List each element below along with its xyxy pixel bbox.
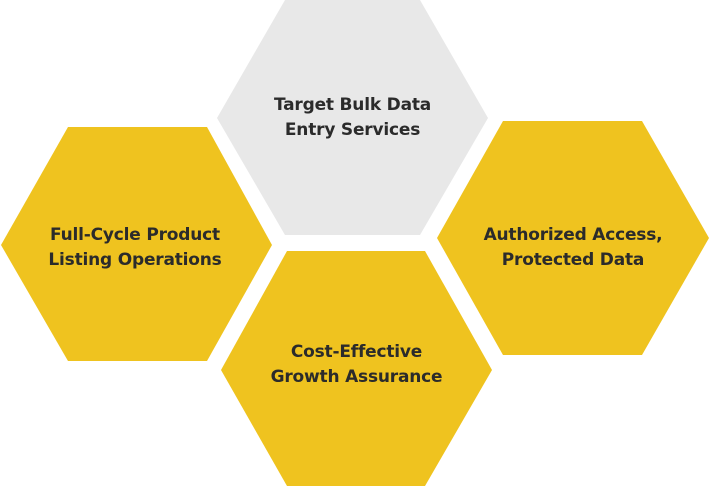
label-target-bulk-data-entry: Target Bulk Data Entry Services <box>217 92 488 144</box>
label-line: Target Bulk Data <box>273 95 432 115</box>
label-line: Listing Operations <box>48 250 222 270</box>
hexagon-target-bulk-data-entry <box>217 0 488 235</box>
label-line: Entry Services <box>284 120 421 140</box>
hexagon-authorized-access <box>437 121 709 355</box>
hexagon-cost-effective-growth <box>221 251 492 486</box>
label-authorized-access: Authorized Access, Protected Data <box>437 222 709 274</box>
label-line: Full-Cycle Product <box>50 225 220 245</box>
label-line: Growth Assurance <box>270 367 443 387</box>
label-cost-effective-growth: Cost-Effective Growth Assurance <box>221 339 492 391</box>
label-line: Protected Data <box>501 250 645 270</box>
label-line: Cost-Effective <box>290 342 423 362</box>
hexagon-full-cycle-product-listing <box>1 127 272 361</box>
label-line: Authorized Access, <box>483 225 663 245</box>
label-full-cycle-product-listing: Full-Cycle Product Listing Operations <box>0 222 270 274</box>
